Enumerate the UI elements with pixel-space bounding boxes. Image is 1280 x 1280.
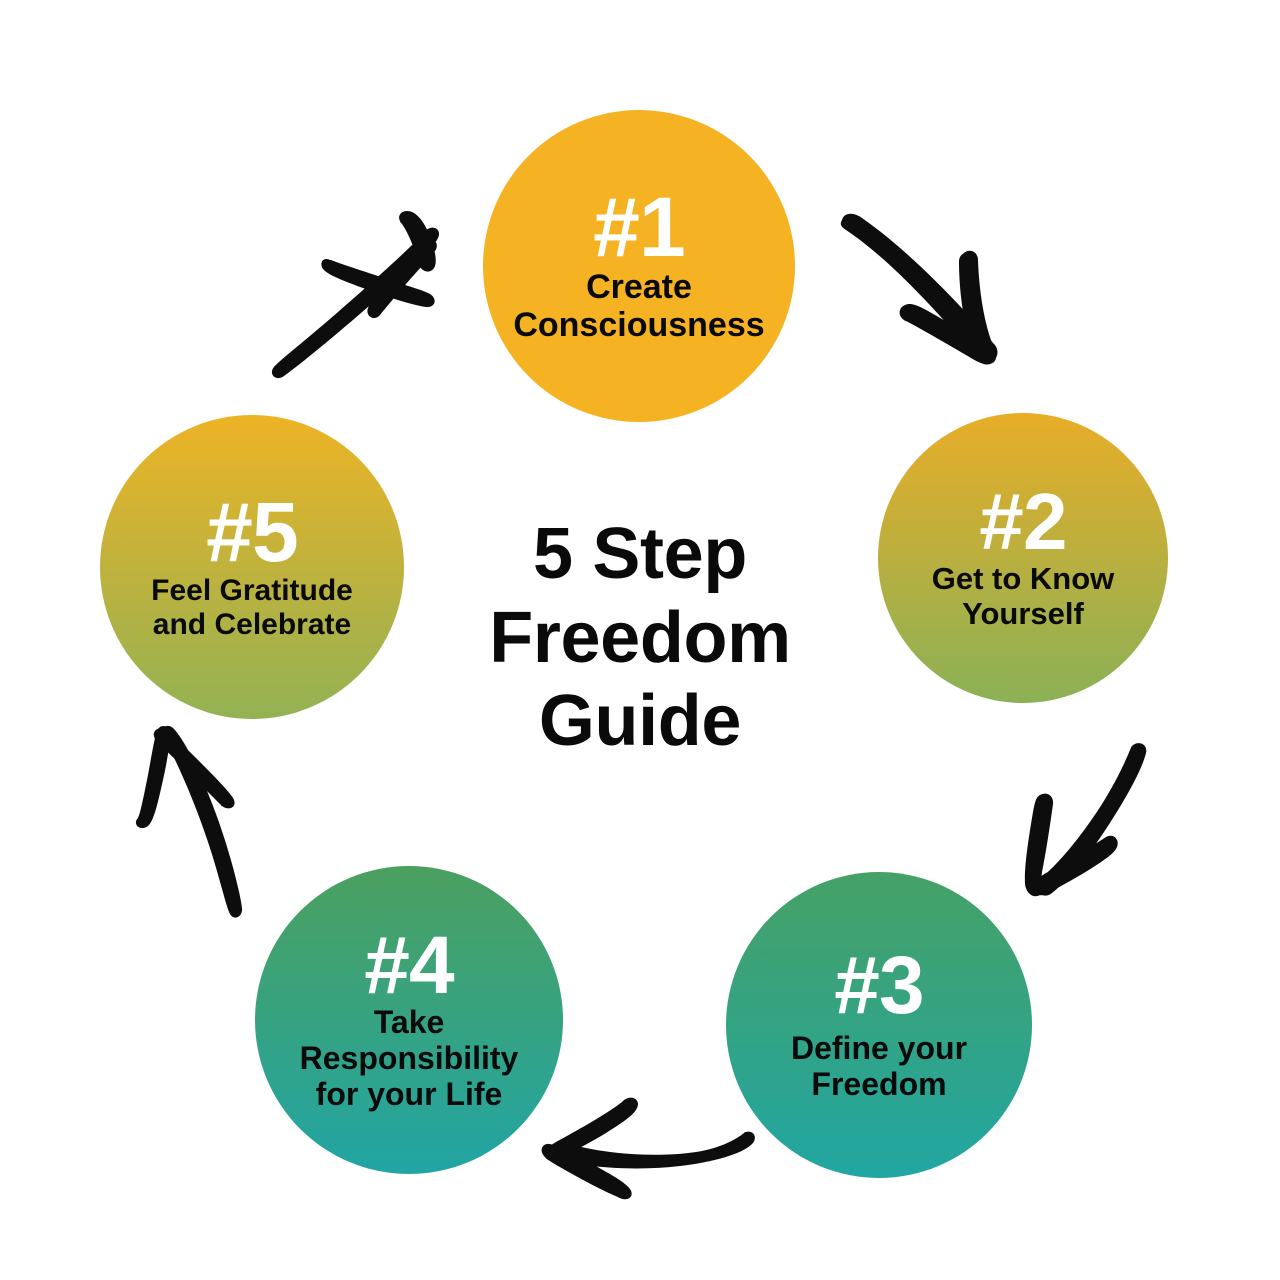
- step-circle-4[interactable]: #4 Take Responsibility for your Life: [255, 866, 563, 1174]
- step-circle-3[interactable]: #3 Define your Freedom: [726, 872, 1032, 1178]
- step-3-number: #3: [834, 940, 924, 1032]
- step-5-label: Feel Gratitude and Celebrate: [151, 574, 353, 641]
- step-4-number: #4: [364, 920, 454, 1012]
- step-5-number: #5: [206, 484, 299, 579]
- step-circle-2[interactable]: #2 Get to Know Yourself: [878, 413, 1168, 703]
- step-2-label: Get to Know Yourself: [931, 561, 1115, 631]
- arrow-step5-to-step1-icon: [271, 210, 440, 379]
- step-4-label: Take Responsibility for your Life: [299, 1004, 519, 1112]
- step-1-label: Create Consciousness: [513, 267, 765, 344]
- arrow-step4-to-step5-icon: [135, 725, 243, 918]
- arrow-step2-to-step3-icon: [1024, 743, 1147, 897]
- step-2-number: #2: [979, 477, 1067, 567]
- step-3-label: Define your Freedom: [790, 1030, 968, 1102]
- center-title: 5 Step Freedom Guide: [489, 514, 791, 762]
- step-1-number: #1: [593, 180, 686, 275]
- arrow-step1-to-step2-icon: [840, 213, 998, 365]
- step-circle-5[interactable]: #5 Feel Gratitude and Celebrate: [100, 415, 404, 719]
- step-circle-1[interactable]: #1 Create Consciousness: [483, 110, 795, 422]
